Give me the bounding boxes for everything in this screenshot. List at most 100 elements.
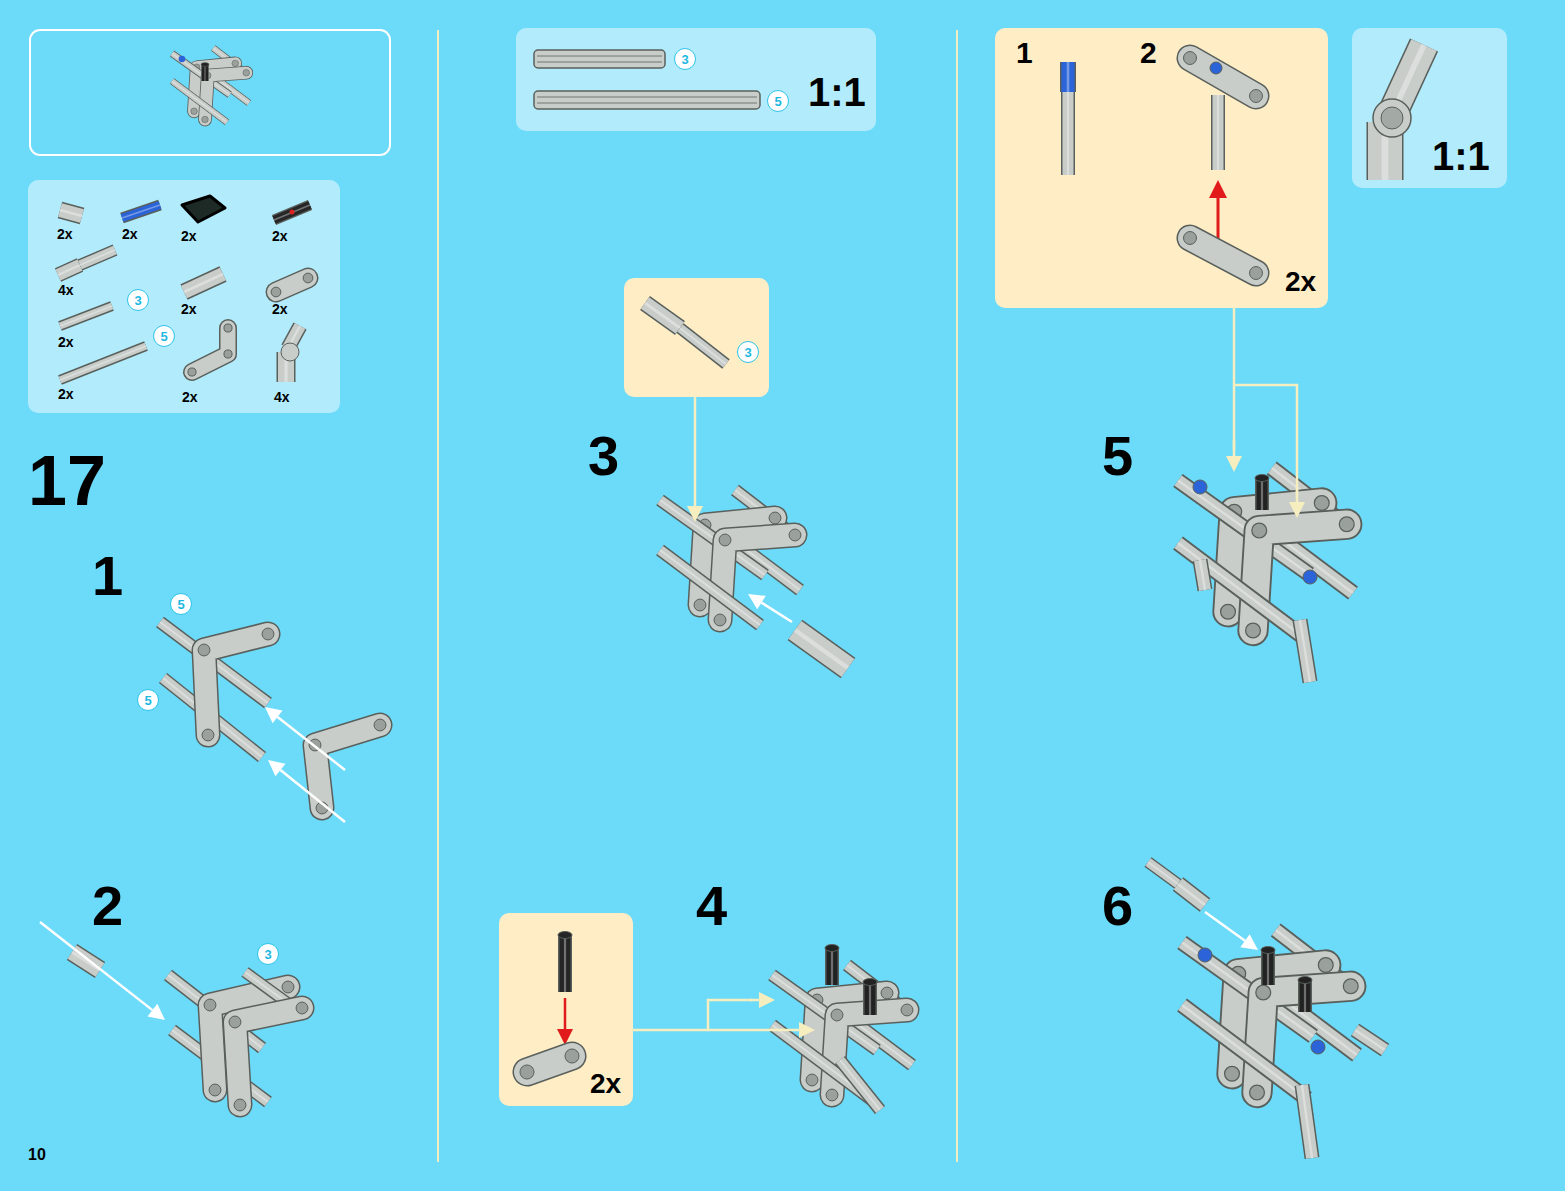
beam-hole (831, 1009, 843, 1021)
axle (80, 250, 115, 265)
beam-hole (282, 981, 294, 993)
quantity-label: 2x (57, 227, 73, 241)
beam (315, 725, 380, 808)
axle-groove (1302, 1085, 1312, 1158)
beam-outline (315, 725, 380, 808)
axle-outline (1261, 950, 1275, 985)
callout-number: 5 (160, 330, 167, 343)
axle-groove (184, 274, 223, 292)
arrow-head (1240, 934, 1258, 950)
axle-scale-groove (537, 103, 757, 104)
callout-number: 5 (767, 90, 789, 112)
axle (1257, 478, 1268, 510)
blue-pin-head (1210, 62, 1222, 74)
beam-outline (1190, 238, 1256, 273)
callout-number: 5 (137, 689, 159, 711)
pin-top (1261, 947, 1275, 954)
quantity-label: 2x (122, 227, 138, 241)
panel-illustration-group (520, 932, 579, 1080)
axle-groove (172, 81, 227, 122)
axle-groove (1261, 478, 1263, 510)
arrow-shaft (708, 1029, 799, 1032)
axle-groove (1182, 1005, 1307, 1099)
callout-number: 3 (744, 346, 751, 359)
axle-outline (1255, 478, 1269, 510)
axle-groove (1304, 980, 1306, 1012)
overview-box (30, 30, 390, 155)
leader-line (1233, 308, 1236, 450)
beam-hole (202, 729, 214, 741)
panel-illustration-group (1373, 45, 1424, 180)
axle-outline (1298, 980, 1312, 1012)
beam-hole (204, 999, 216, 1011)
arrow-head (265, 707, 283, 723)
quantity-label: 2x (272, 302, 288, 316)
axle (274, 205, 310, 220)
axle-outline (1182, 1005, 1307, 1099)
axle (1178, 884, 1205, 905)
pin-top (1298, 977, 1312, 984)
leader-line (633, 1000, 752, 1030)
pin-top (558, 932, 572, 939)
axle-groove (1267, 950, 1269, 985)
axle-groove (660, 550, 760, 625)
beam-hole (1221, 604, 1236, 619)
callout-number: 3 (127, 289, 149, 311)
panel-illustration (995, 28, 1328, 308)
blue-pin-head (1303, 570, 1317, 584)
axle-outline (840, 1060, 880, 1110)
axle-outline (1061, 92, 1075, 175)
blue-pin-head (1193, 480, 1207, 494)
axle-outline (1060, 62, 1076, 92)
step-set-number: 17 (28, 446, 106, 516)
quantity-label: 4x (58, 283, 74, 297)
beam-hole (271, 287, 281, 297)
axle-groove (645, 303, 680, 328)
arrow-shaft (761, 603, 792, 622)
beam (1190, 238, 1256, 273)
step-number: 5 (1102, 428, 1133, 484)
subassembly-callout: 3 (624, 278, 769, 397)
beam-hole (234, 1099, 246, 1111)
quantity-label: 2x (58, 335, 74, 349)
axle (840, 1060, 880, 1110)
column-divider (437, 30, 439, 1162)
axle-groove (680, 328, 726, 364)
step-number: 3 (588, 428, 619, 484)
beam-outline (204, 634, 268, 735)
axle-outline (645, 303, 680, 328)
connector-ring (281, 343, 299, 361)
axle-outline (60, 210, 82, 216)
quantity-label: 4x (274, 390, 290, 404)
beam-hole (1250, 90, 1263, 103)
beam-hole (1339, 517, 1354, 532)
axle-groove (1067, 62, 1070, 92)
axle-groove (1178, 543, 1303, 637)
arrow-head (147, 1004, 165, 1020)
axle (184, 274, 223, 292)
axle (1300, 620, 1310, 682)
axle-groove (564, 935, 566, 992)
subassembly-callout: 2x (499, 913, 633, 1106)
red-band (290, 210, 295, 215)
axle-outline (274, 205, 310, 220)
panel-illustration-group (1068, 52, 1262, 280)
axle (560, 935, 571, 992)
arrow-shaft (750, 999, 759, 1002)
axle (660, 550, 760, 625)
arrow-head (268, 760, 285, 776)
axle-outline (60, 306, 112, 326)
arrow-head (748, 594, 766, 609)
length-scale-panel: 1:135 (516, 28, 876, 131)
quantity-label: 2x (272, 229, 288, 243)
pin-top (1255, 475, 1269, 482)
axle-outline (863, 982, 877, 1015)
arrow-head (687, 506, 703, 522)
axle (122, 205, 160, 218)
callout-number: 5 (153, 325, 175, 347)
axle-groove (60, 306, 112, 326)
step-number: 4 (696, 878, 727, 934)
blue-pin-head (179, 56, 186, 63)
axle (1302, 1085, 1312, 1158)
